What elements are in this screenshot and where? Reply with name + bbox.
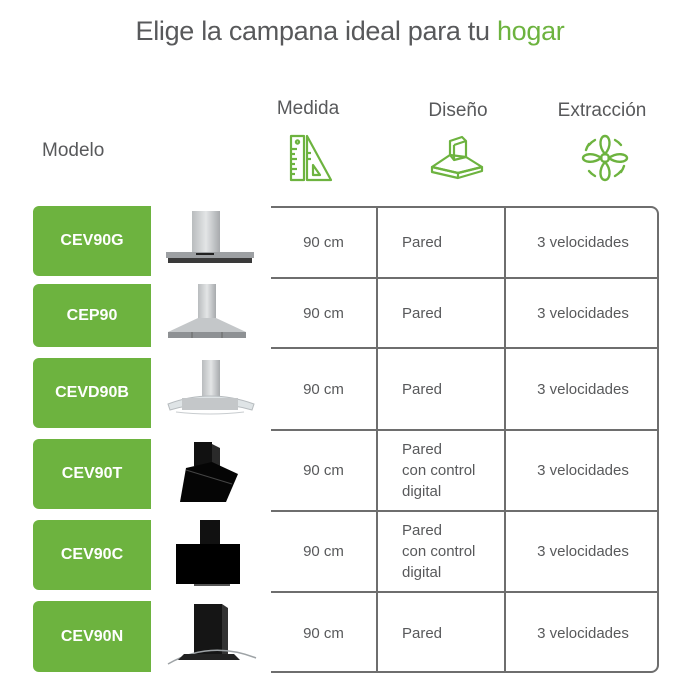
column-header-medida: Medida — [276, 98, 340, 119]
column-header-diseno: Diseño — [428, 100, 488, 121]
model-label: CEV90C — [33, 520, 151, 590]
row-divider — [271, 591, 657, 593]
model-label: CEVD90B — [33, 358, 151, 428]
model-label: CEV90N — [33, 601, 151, 672]
cell-medida: 90 cm — [303, 543, 344, 560]
fan-icon — [581, 134, 629, 182]
title-accent: hogar — [496, 16, 565, 46]
cell-diseno: Pared — [402, 624, 443, 642]
cell-diseno: Pared — [402, 234, 443, 251]
cell-medida: 90 cm — [303, 380, 344, 398]
row-divider — [271, 429, 657, 431]
cell-extraccion: 3 velocidades — [537, 304, 629, 322]
comparison-table: 90 cm Pared 3 velocidades 90 cm Pared 3 … — [271, 206, 659, 673]
product-image-cev90t — [180, 442, 238, 502]
column-header-extraccion: Extracción — [557, 100, 647, 121]
cell-diseno: Pared — [402, 380, 443, 398]
model-label: CEV90T — [33, 439, 151, 509]
product-image-cevd90b — [167, 360, 255, 415]
cell-extraccion: 3 velocidades — [537, 462, 629, 479]
cell-extraccion: 3 velocidades — [537, 624, 629, 642]
column-header-model: Modelo — [42, 140, 105, 161]
range-hood-icon — [430, 135, 484, 180]
cell-extraccion: 3 velocidades — [537, 543, 629, 560]
cell-medida: 90 cm — [303, 462, 344, 479]
cell-medida: 90 cm — [303, 234, 344, 251]
product-image-cep90 — [168, 284, 246, 338]
model-label: CEV90G — [33, 206, 151, 276]
product-image-cev90c — [176, 520, 240, 586]
row-divider — [271, 277, 657, 279]
product-image-cev90g — [166, 211, 254, 263]
column-divider — [504, 208, 506, 671]
cell-medida: 90 cm — [303, 624, 344, 642]
cell-medida: 90 cm — [303, 304, 344, 322]
product-image-cev90n — [167, 604, 257, 665]
column-divider — [376, 208, 378, 671]
row-divider — [271, 510, 657, 512]
row-divider — [271, 347, 657, 349]
cell-diseno: Pared — [402, 304, 443, 322]
cell-extraccion: 3 velocidades — [537, 234, 629, 251]
cell-extraccion: 3 velocidades — [537, 380, 629, 398]
page-title: Elige la campana ideal para tu hogar — [0, 16, 700, 47]
title-prefix: Elige la campana ideal para tu — [135, 16, 490, 46]
model-label: CEP90 — [33, 284, 151, 347]
ruler-triangle-icon — [289, 134, 333, 182]
